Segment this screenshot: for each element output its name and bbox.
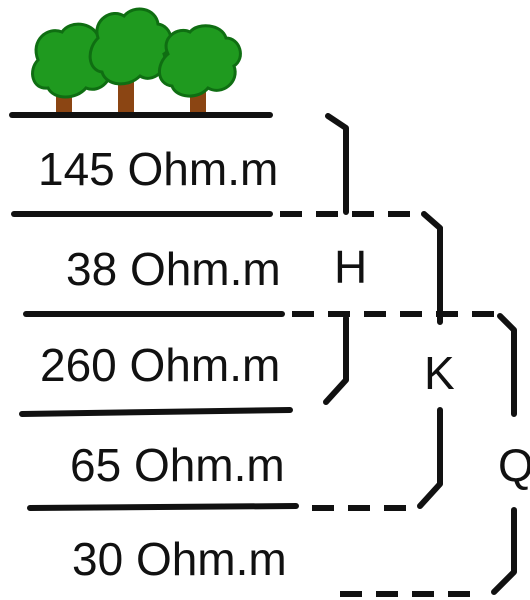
brackets [323,113,517,595]
bracket-h-top [325,113,349,215]
layer-boundaries [9,112,299,511]
bracket-k-top [421,211,443,325]
layer-2-resistivity-label: 38 Ohm.m [66,243,281,295]
bracket-h-label: H [334,241,368,293]
bracket-q-bottom [491,507,517,595]
tree-icon [158,24,242,112]
bracket-k-bottom [417,407,443,509]
bracket-h-bottom [323,315,349,405]
boundary-line-3 [19,407,293,417]
boundary-line-4 [27,503,299,511]
bracket-k-label: K [424,347,455,399]
layer-4-resistivity-label: 65 Ohm.m [70,439,285,491]
layer-5-resistivity-label: 30 Ohm.m [72,533,287,585]
dashed-connectors [280,211,498,597]
layer-1-resistivity-label: 145 Ohm.m [38,143,279,195]
layer-3-resistivity-label: 260 Ohm.m [40,339,281,391]
bracket-q-label: Q [498,439,530,491]
tree-icons [31,7,242,112]
tree-icon [88,7,173,112]
bracket-q-top [497,313,517,417]
